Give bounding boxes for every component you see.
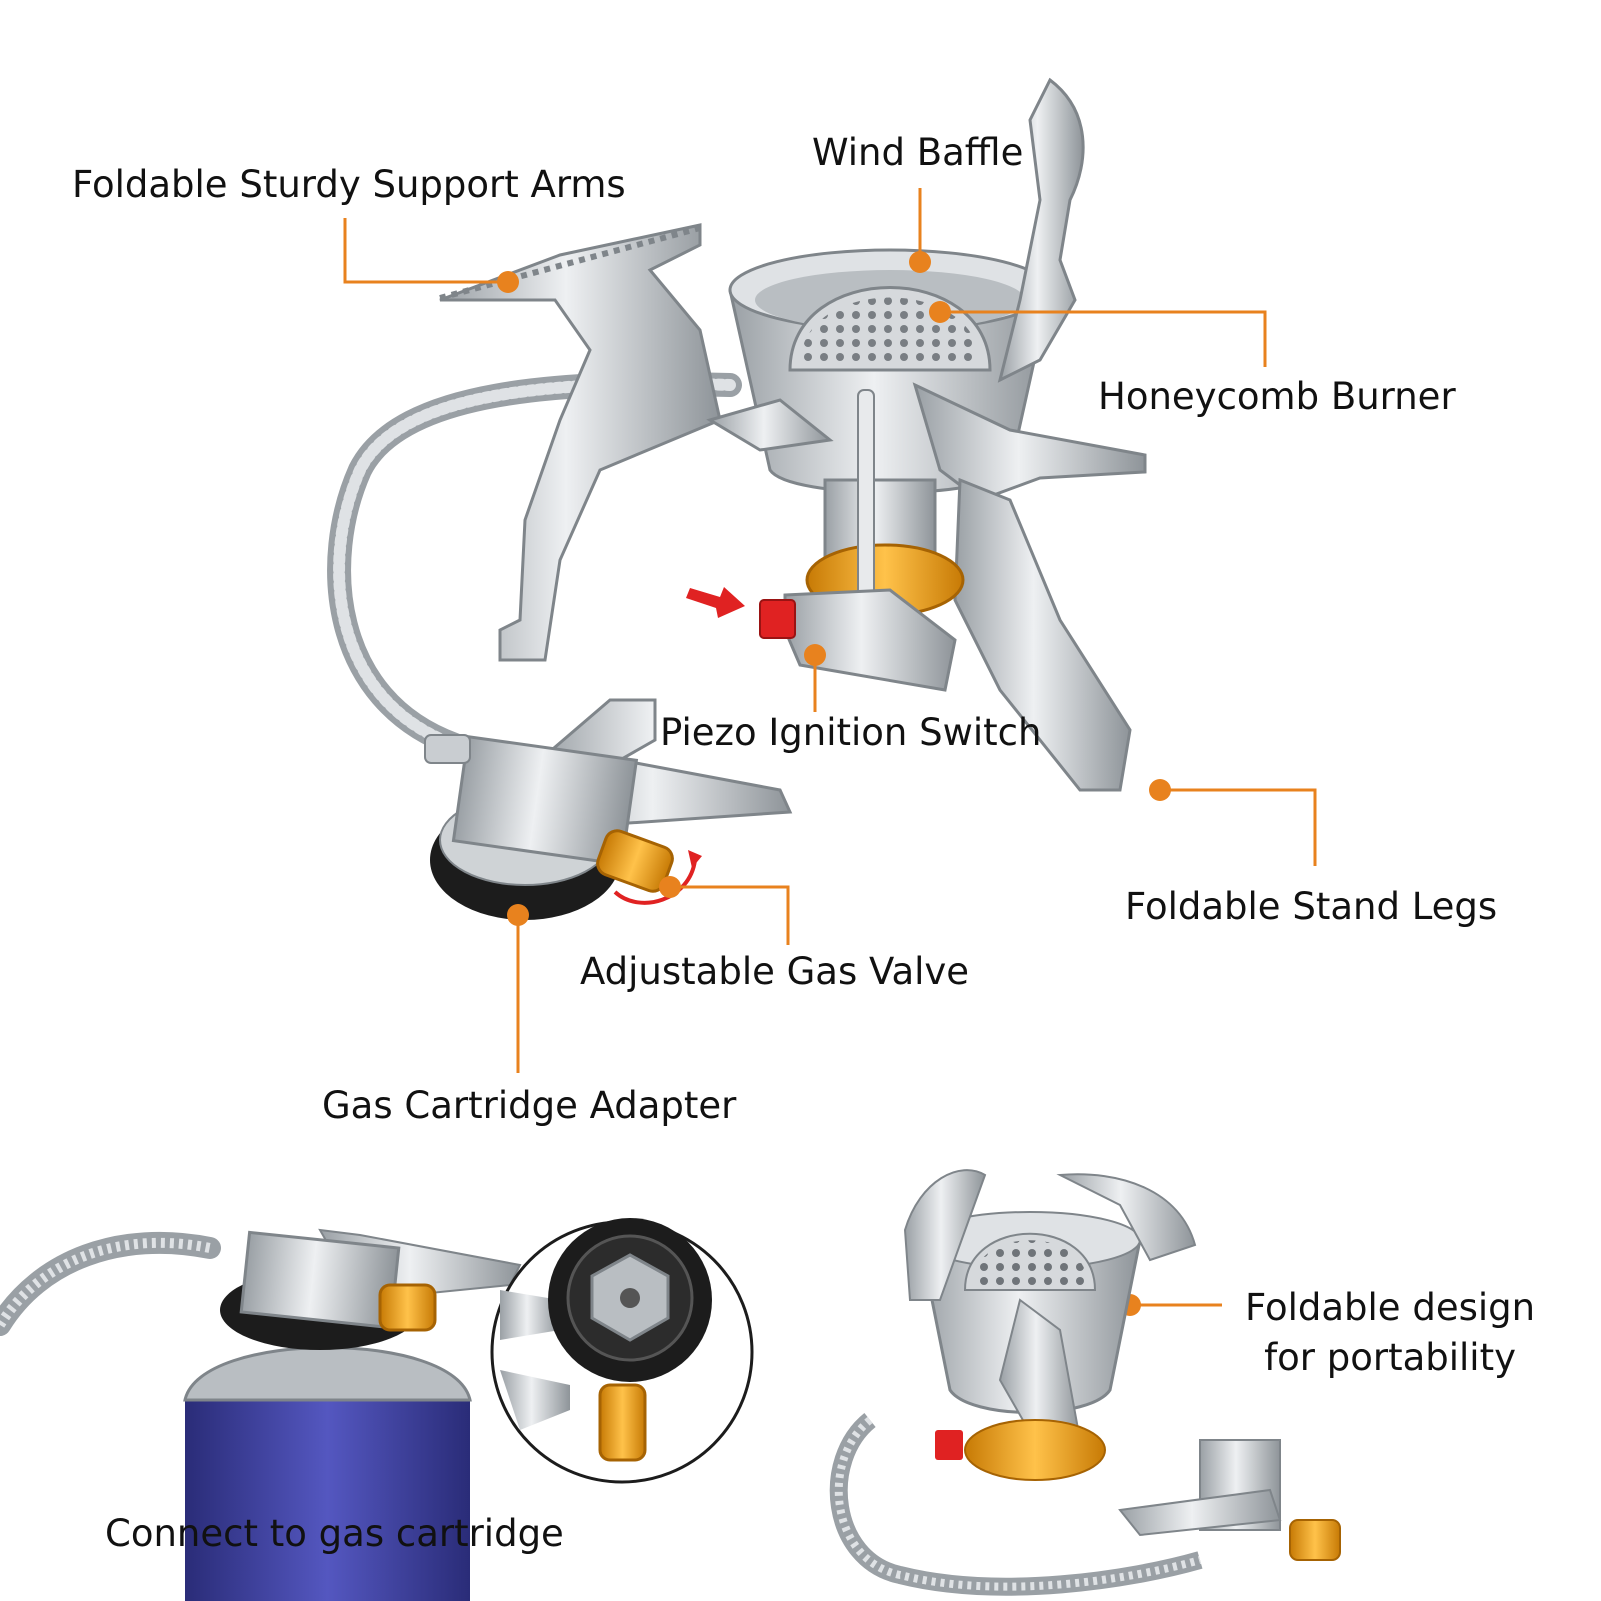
cartridge-connection-photo xyxy=(0,1228,522,1601)
label-connect-cartridge: Connect to gas cartridge xyxy=(105,1512,564,1555)
left-support-arm xyxy=(439,223,722,662)
label-wind-baffle: Wind Baffle xyxy=(812,131,1024,174)
label-gas-valve: Adjustable Gas Valve xyxy=(580,950,970,993)
label-support-arms: Foldable Sturdy Support Arms xyxy=(72,163,626,206)
cartridge-hose xyxy=(0,1231,221,1336)
callout-stand-legs xyxy=(1160,788,1317,866)
label-foldable-design-line2: for portability xyxy=(1264,1335,1516,1379)
label-foldable-design: Foldable design for portability xyxy=(1245,1283,1535,1383)
adapter-closeup-photo xyxy=(490,1218,754,1484)
label-honeycomb-burner: Honeycomb Burner xyxy=(1098,375,1456,418)
closeup-valve-knob xyxy=(598,1383,647,1462)
piezo-ignition-button xyxy=(759,599,796,639)
main-stove xyxy=(327,77,1147,920)
right-support-arm xyxy=(997,77,1085,383)
callout-gas-valve xyxy=(670,885,790,945)
label-cartridge-adapter: Gas Cartridge Adapter xyxy=(322,1084,737,1127)
label-piezo-ignition: Piezo Ignition Switch xyxy=(660,711,1042,754)
callout-honeycomb xyxy=(950,310,1267,367)
folded-stove-photo xyxy=(829,1169,1341,1596)
gas-valve-knob xyxy=(596,829,674,893)
gas-cartridge-can xyxy=(185,1400,470,1601)
press-arrow xyxy=(686,587,745,618)
cartridge-valve-block xyxy=(239,1230,401,1330)
label-foldable-design-line1: Foldable design xyxy=(1245,1286,1536,1329)
valve-block xyxy=(451,734,639,867)
cartridge-valve-knob xyxy=(378,1283,437,1332)
label-stand-legs: Foldable Stand Legs xyxy=(1125,885,1498,928)
callout-lines xyxy=(343,188,1317,1307)
foldable-stand-leg xyxy=(953,477,1132,792)
front-support-arm xyxy=(912,382,1147,502)
callout-support-arms xyxy=(343,218,500,284)
rotate-arrow xyxy=(613,859,697,905)
callout-dots xyxy=(497,251,1171,1316)
